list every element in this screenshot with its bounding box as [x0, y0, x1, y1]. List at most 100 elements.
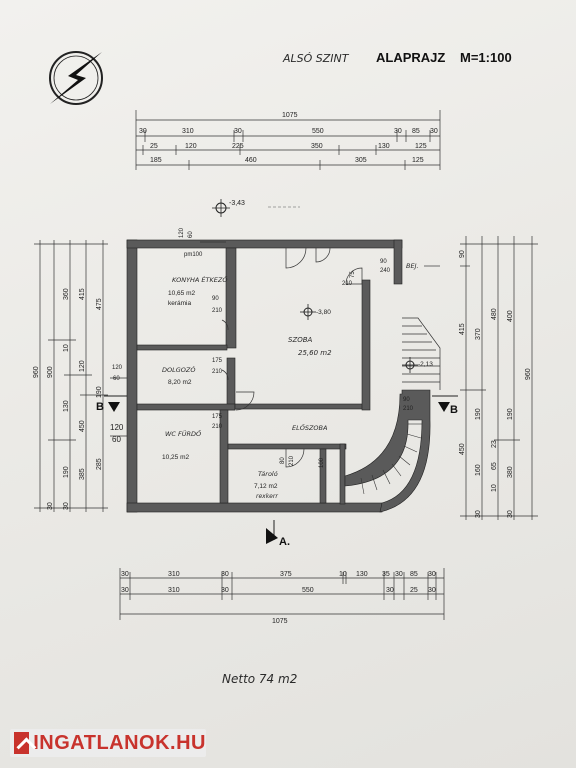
- opening-text: 175: [212, 358, 223, 364]
- dim-text: 30: [63, 502, 70, 510]
- dim-text: 30: [139, 128, 147, 135]
- curved-wall: [344, 389, 431, 513]
- room-area: 7,12 m2: [254, 483, 278, 490]
- dim-text: 900: [47, 366, 54, 378]
- plan-title: ALAPRAJZ: [376, 50, 445, 65]
- dim-text: 550: [312, 128, 324, 135]
- dim-text: 30: [428, 571, 436, 578]
- dim-text: 1075: [272, 618, 288, 625]
- room-name: WC FÜRDŐ: [165, 429, 202, 438]
- top-dimension-values: 1075 30 310 30 550 30 85 30 25 120 225 3…: [139, 112, 438, 164]
- dim-text: 285: [96, 458, 103, 470]
- dim-text: 360: [63, 288, 70, 300]
- dim-text: 190: [475, 408, 482, 420]
- room-bath: WC FÜRDŐ 10,25 m2: [162, 429, 202, 461]
- logo-text: INGATLANOK.HU: [33, 731, 206, 754]
- dim-text: 30: [507, 510, 514, 518]
- room-dolgozo: DOLGOZÓ 8,20 m2: [162, 365, 195, 386]
- room-storage: Tároló 7,12 m2 rexkerr: [254, 470, 278, 500]
- section-b-left: B: [96, 395, 127, 413]
- dim-text: 30: [121, 571, 129, 578]
- dim-text: 310: [168, 587, 180, 594]
- dim-text: 120: [79, 360, 86, 372]
- dim-text: 35: [382, 571, 390, 578]
- level-top: -3,43: [229, 200, 245, 207]
- dim-text: 375: [280, 571, 292, 578]
- dim-text: 480: [491, 308, 498, 320]
- room-hall-name: ELŐSZOBA: [292, 423, 327, 432]
- dim-text: 385: [79, 468, 86, 480]
- section-label: B: [96, 401, 104, 413]
- room-name: SZOBA: [288, 336, 313, 344]
- opening-text: 175: [212, 414, 223, 420]
- dim-text: 370: [475, 328, 482, 340]
- plan-scale: M=1:100: [460, 50, 512, 65]
- section-label: A.: [279, 536, 290, 548]
- dim-text: 65: [491, 462, 498, 470]
- dim-text: 30: [234, 128, 242, 135]
- opening-text: 90: [403, 397, 410, 403]
- dim-text: 460: [245, 157, 257, 164]
- room-floor: kerámia: [168, 300, 192, 307]
- dim-text: 190: [63, 466, 70, 478]
- walls: [126, 239, 403, 513]
- dim-text: 185: [150, 157, 162, 164]
- opening-text: 120: [110, 423, 124, 432]
- dim-text: 350: [311, 143, 323, 150]
- dim-text: 190: [96, 386, 103, 398]
- opening-text: 210: [212, 308, 223, 314]
- entrance-label: BEJ.: [406, 262, 419, 270]
- dim-text: 960: [525, 368, 532, 380]
- opening-text: 210: [212, 424, 223, 430]
- dim-text: 30: [386, 587, 394, 594]
- dim-text: 25: [410, 587, 418, 594]
- section-label: B: [450, 404, 458, 416]
- dim-text: 310: [182, 128, 194, 135]
- dim-text: 225: [232, 143, 244, 150]
- opening-text: pm100: [184, 252, 203, 258]
- dim-text: 125: [415, 143, 427, 150]
- opening-text: 210: [289, 455, 295, 466]
- opening-text: 60: [113, 376, 120, 382]
- dim-text: 190: [507, 408, 514, 420]
- dim-text: 30: [475, 510, 482, 518]
- dim-text: 125: [412, 157, 424, 164]
- dim-text: 30: [394, 128, 402, 135]
- bottom-dimension-values: 30 310 30 375 10 130 35 30 85 30 30 310 …: [121, 571, 436, 625]
- dim-text: 30: [47, 502, 54, 510]
- dim-text: 400: [507, 310, 514, 322]
- dim-text: 960: [33, 366, 40, 378]
- opening-text: 210: [342, 281, 353, 287]
- dim-text: 10: [491, 484, 498, 492]
- room-floor: rexkerr: [256, 493, 278, 500]
- dim-text: 85: [412, 128, 420, 135]
- opening-text: 80: [280, 457, 286, 464]
- dim-text: 30: [395, 571, 403, 578]
- exterior-stair: [402, 317, 441, 390]
- house-logo-icon: [14, 732, 30, 754]
- dim-text: 550: [302, 587, 314, 594]
- dim-text: 415: [79, 288, 86, 300]
- dim-text: 130: [356, 571, 368, 578]
- dim-text: 23: [491, 440, 498, 448]
- opening-text: 90: [380, 259, 387, 265]
- north-arrow-icon: [49, 51, 103, 105]
- dim-text: 90: [459, 250, 466, 258]
- top-dimension-lines: [135, 110, 441, 170]
- dim-text: 475: [96, 298, 103, 310]
- opening-text: 120: [179, 227, 185, 238]
- room-name: DOLGOZÓ: [162, 365, 195, 374]
- dim-text: 310: [168, 571, 180, 578]
- section-a: A.: [266, 520, 290, 548]
- room-area: 8,20 m2: [168, 379, 192, 386]
- opening-text: 210: [212, 369, 223, 375]
- dim-text: 30: [221, 587, 229, 594]
- dim-text: 30: [430, 128, 438, 135]
- dim-text: 415: [459, 323, 466, 335]
- level-marker-icon: [300, 304, 316, 320]
- net-area-note: Netto 74 m2: [222, 672, 297, 686]
- room-area: 10,65 m2: [168, 290, 195, 297]
- dim-text: 130: [63, 400, 70, 412]
- level-marker-icon: [212, 199, 230, 217]
